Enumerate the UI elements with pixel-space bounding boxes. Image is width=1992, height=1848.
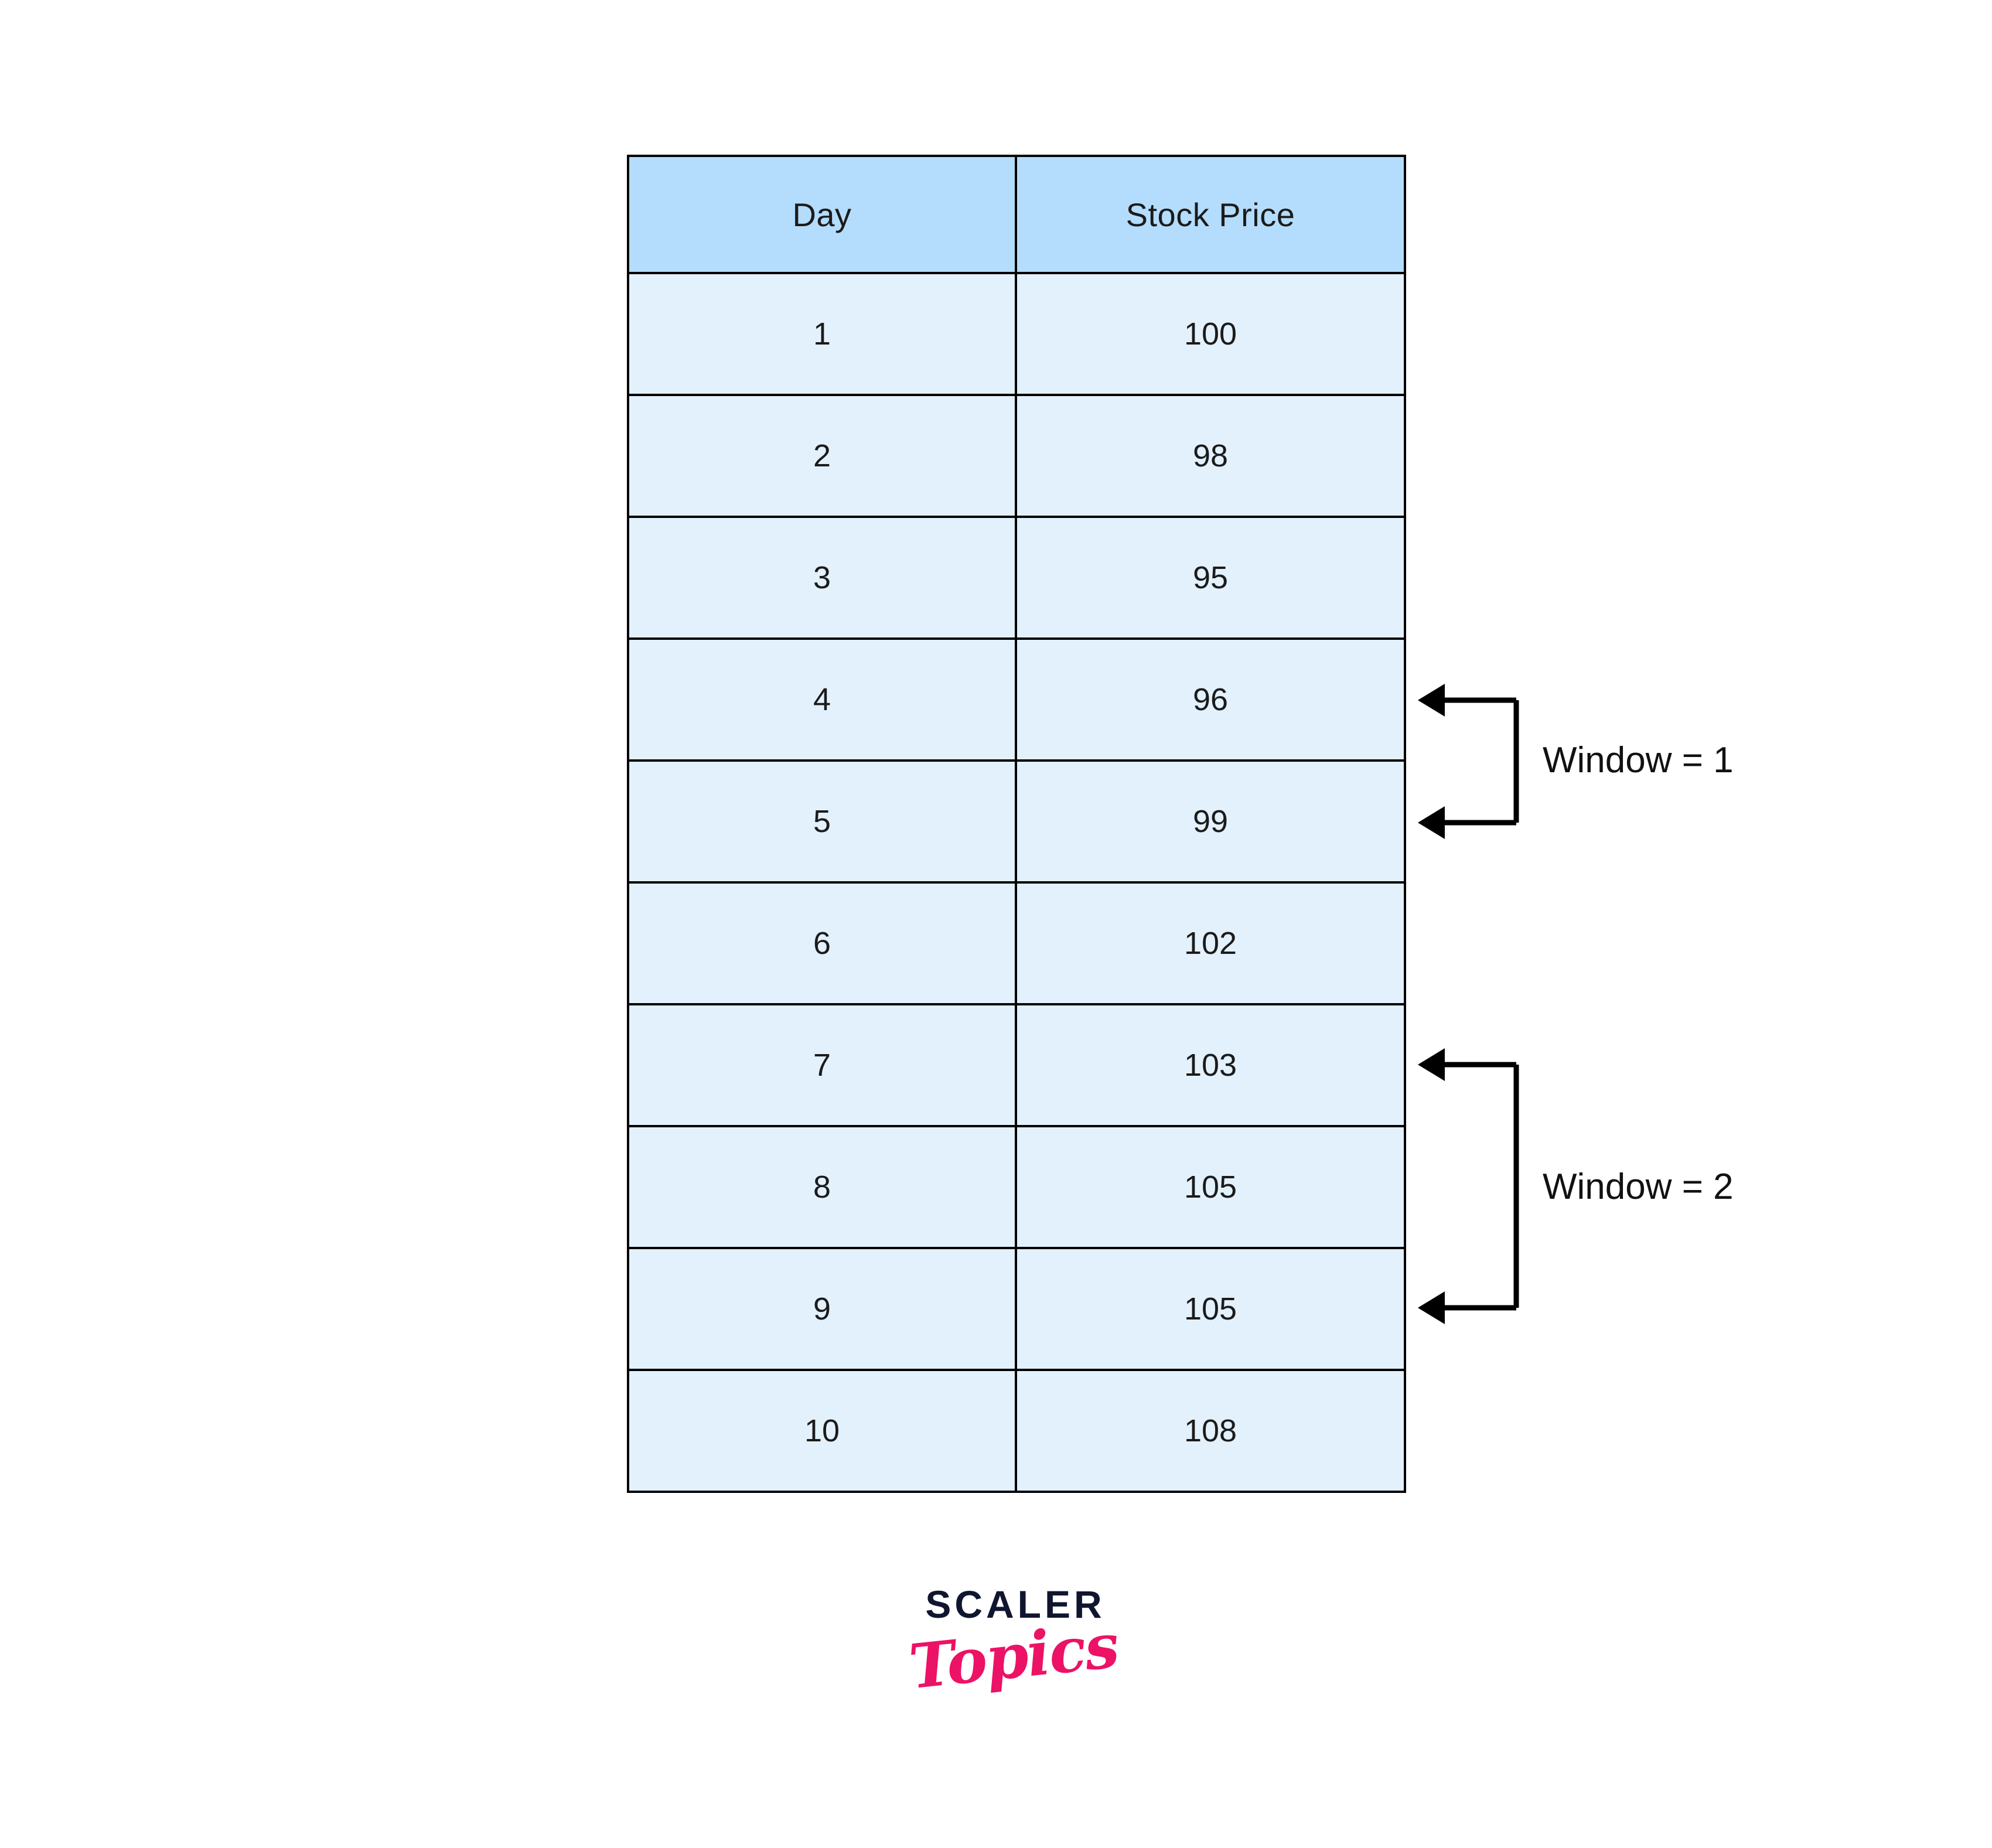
cell-day: 3 [627,516,1017,640]
scaler-topics-logo: SCALER Topics [850,1585,1178,1749]
column-header-stock-price: Stock Price [1015,155,1406,274]
cell-price: 99 [1015,759,1406,884]
window-2-label: Window = 2 [1543,1167,1734,1207]
table-row: 5 99 [627,759,1406,884]
cell-day: 5 [627,759,1017,884]
table-row: 7 103 [627,1003,1406,1127]
column-header-day: Day [627,155,1017,274]
cell-day: 6 [627,881,1017,1005]
window-1-label: Window = 1 [1543,740,1734,780]
cell-price: 105 [1015,1125,1406,1249]
table-row: 1 100 [627,272,1406,396]
table-body: 1 100 2 98 3 95 4 96 5 99 6 102 [627,272,1406,1493]
table-row: 8 105 [627,1125,1406,1249]
cell-day: 1 [627,272,1017,396]
table-row: 4 96 [627,637,1406,762]
cell-price: 96 [1015,637,1406,762]
window-2-bracket-icon [1418,1048,1519,1324]
table-row: 3 95 [627,516,1406,640]
table-header: Day Stock Price [627,155,1406,274]
cell-price: 103 [1015,1003,1406,1127]
cell-day: 8 [627,1125,1017,1249]
cell-price: 105 [1015,1247,1406,1371]
cell-price: 95 [1015,516,1406,640]
cell-price: 108 [1015,1369,1406,1493]
cell-price: 98 [1015,394,1406,518]
stock-price-table: Day Stock Price 1 100 2 98 3 95 4 96 5 [627,155,1406,1493]
window-1-bracket-icon [1418,684,1519,839]
cell-day: 4 [627,637,1017,762]
logo-scaler-text: SCALER [925,1583,1106,1626]
table-row: 6 102 [627,881,1406,1005]
table-row: 2 98 [627,394,1406,518]
table-row: 9 105 [627,1247,1406,1371]
cell-price: 100 [1015,272,1406,396]
cell-day: 2 [627,394,1017,518]
cell-day: 10 [627,1369,1017,1493]
table-row: 10 108 [627,1369,1406,1493]
cell-day: 9 [627,1247,1017,1371]
table-header-row: Day Stock Price [627,155,1406,274]
cell-price: 102 [1015,881,1406,1005]
cell-day: 7 [627,1003,1017,1127]
